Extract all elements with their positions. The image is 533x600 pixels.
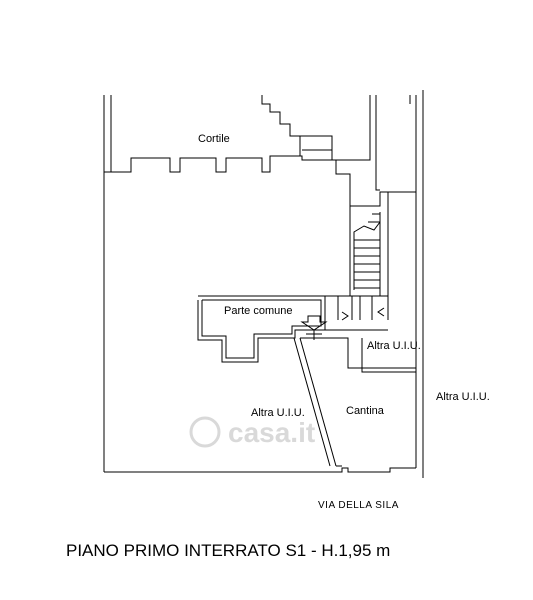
room-label-cantina: Cantina xyxy=(346,405,385,417)
watermark-text: casa.it xyxy=(228,417,315,448)
room-label-cortile: Cortile xyxy=(198,133,230,145)
plan-walls xyxy=(103,90,424,478)
room-label-altra-uiu-left: Altra U.I.U. xyxy=(251,407,305,419)
room-label-parte-comune: Parte comune xyxy=(224,305,292,317)
watermark-house-icon xyxy=(189,416,221,448)
room-label-altra-uiu-right: Altra U.I.U. xyxy=(436,391,490,403)
staircase xyxy=(353,212,381,296)
door-markers xyxy=(341,307,385,321)
plan-caption: PIANO PRIMO INTERRATO S1 - H.1,95 m xyxy=(66,541,390,560)
street-label: VIA DELLA SILA xyxy=(318,500,399,511)
room-label-altra-uiu-top: Altra U.I.U. xyxy=(367,340,421,352)
entry-arrow-icon xyxy=(300,315,328,340)
watermark: casa.it xyxy=(189,416,315,448)
